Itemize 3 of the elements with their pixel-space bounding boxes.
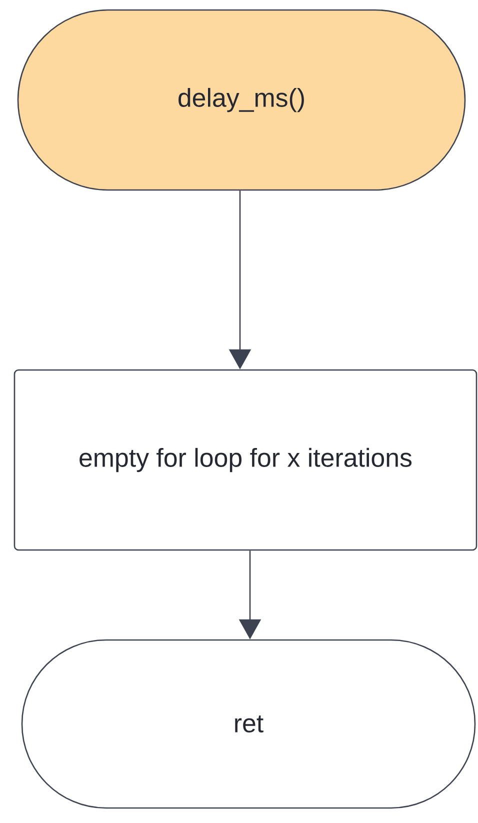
start-terminal: delay_ms() bbox=[17, 9, 466, 191]
end-terminal: ret bbox=[21, 639, 476, 809]
process-box: empty for loop for x iterations bbox=[14, 369, 478, 551]
